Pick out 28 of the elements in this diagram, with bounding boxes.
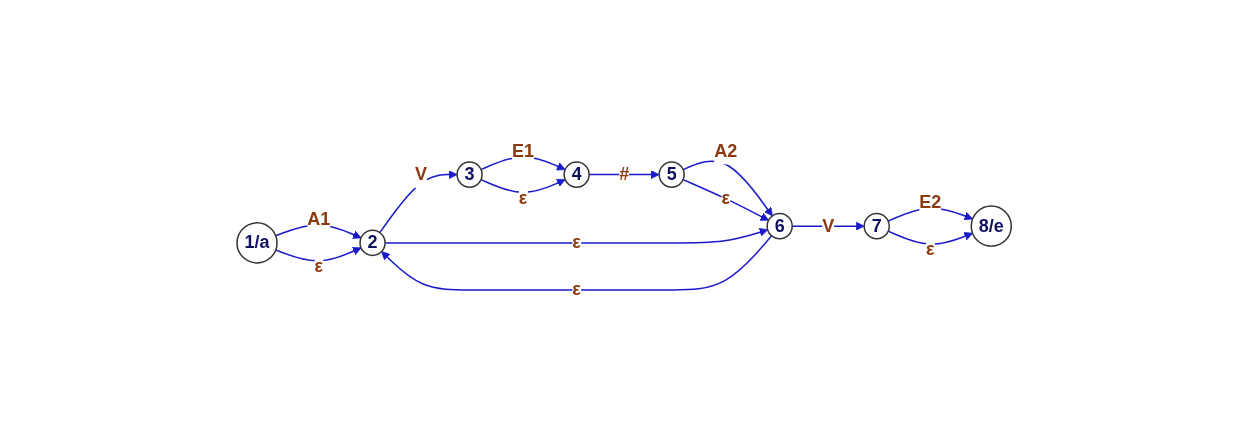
arrow <box>480 178 566 193</box>
edge-label: V <box>822 215 835 236</box>
edge-label: V <box>415 164 428 185</box>
node-circle: 8/e <box>970 205 1013 247</box>
arrow <box>682 178 770 221</box>
node-circle: 1/a <box>236 222 279 264</box>
edge-label: A1 <box>307 208 331 229</box>
edge-label: E1 <box>512 140 535 161</box>
edge-label: A2 <box>714 140 738 161</box>
node-circle: 2 <box>359 229 387 257</box>
node-circle: 4 <box>563 161 591 188</box>
arrow <box>887 230 974 245</box>
edge-label: ε <box>572 232 582 253</box>
edge-label: ε <box>572 279 582 300</box>
arrow <box>379 170 458 234</box>
node-circle: 5 <box>658 161 686 188</box>
edge-label: # <box>619 164 630 185</box>
edge-label: ε <box>926 239 935 260</box>
edge-label: E2 <box>919 192 942 213</box>
edge-label: ε <box>519 187 528 208</box>
arrow <box>682 160 774 217</box>
edge-label: ε <box>721 187 731 208</box>
arrow <box>275 247 362 262</box>
arrow <box>381 234 773 291</box>
node-circle: 6 <box>766 212 794 240</box>
edge-label: ε <box>314 255 324 276</box>
node-circle: 7 <box>863 212 891 240</box>
node-circle: 3 <box>456 161 484 188</box>
